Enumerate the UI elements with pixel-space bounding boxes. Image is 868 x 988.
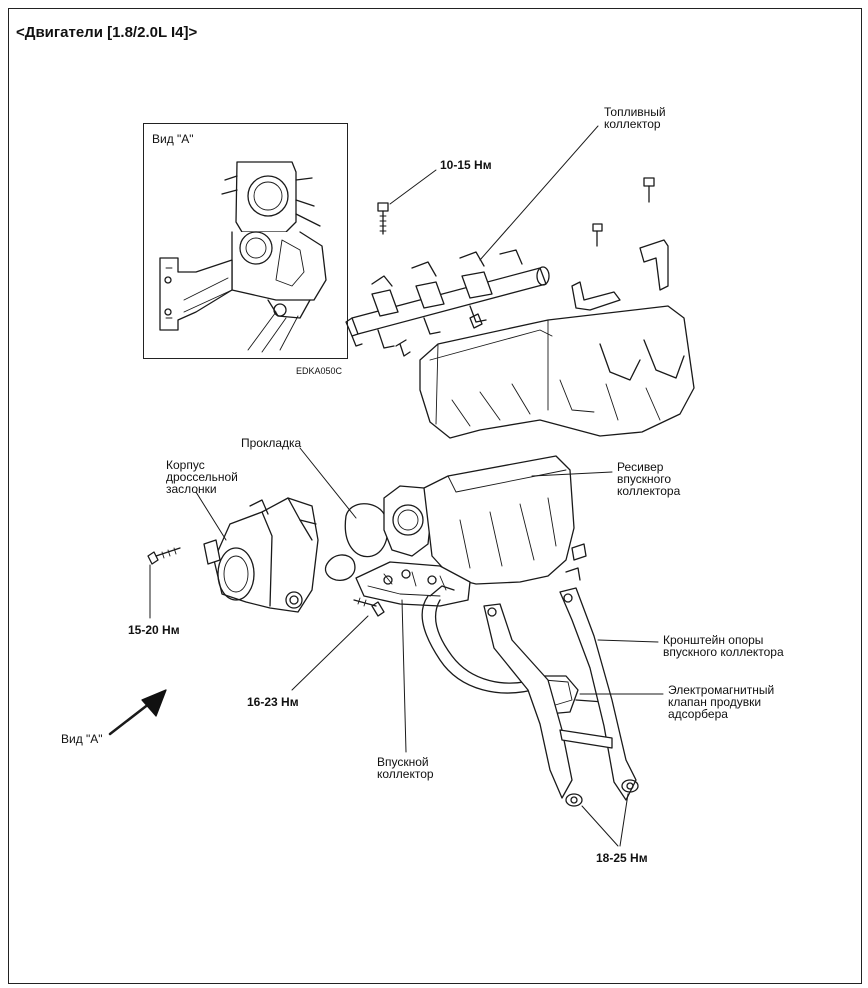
throttle-and-manifold-bolts (147, 547, 385, 617)
inset-view-a-label: Вид "A" (152, 132, 194, 146)
gasket-drawing (324, 503, 389, 581)
label-torque-manifold: 16-23 Нм (247, 695, 299, 709)
fuel-rail-bolts (377, 177, 655, 247)
page-frame (8, 8, 862, 984)
label-intake-manifold: Впускной коллектор (377, 755, 434, 781)
inset-view-a (143, 123, 348, 359)
throttle-body-drawing (203, 497, 319, 613)
label-torque-fuel-rail: 10-15 Нм (440, 158, 492, 172)
label-torque-throttle: 15-20 Нм (128, 623, 180, 637)
view-a-arrow (108, 689, 167, 736)
label-surge-tank: Ресивер впускного коллектора (617, 460, 681, 498)
small-bracket-drawing (571, 239, 669, 311)
label-fuel-rail: Топливный коллектор (604, 105, 666, 131)
label-purge-valve: Электромагнитный клапан продувки адсорбе… (668, 683, 775, 721)
label-throttle-body: Корпус дроссельной заслонки (166, 458, 238, 496)
intake-manifold-drawing (355, 455, 587, 607)
inset-manifold-drawing (159, 161, 327, 353)
page-title: <Двигатели [1.8/2.0L I4]> (16, 24, 198, 41)
label-torque-bracket: 18-25 Нм (596, 851, 648, 865)
vacuum-hose-drawing (421, 585, 541, 694)
inset-figure-code: EDKA050C (296, 366, 343, 376)
label-gasket: Прокладка (241, 436, 302, 450)
label-bracket: Кронштейн опоры впускного коллектора (663, 633, 784, 659)
label-view-a: Вид "A" (61, 732, 103, 746)
fuel-rail-drawing (345, 249, 550, 357)
leader-lines (149, 125, 664, 847)
upper-intake-plenum-drawing (419, 305, 695, 439)
